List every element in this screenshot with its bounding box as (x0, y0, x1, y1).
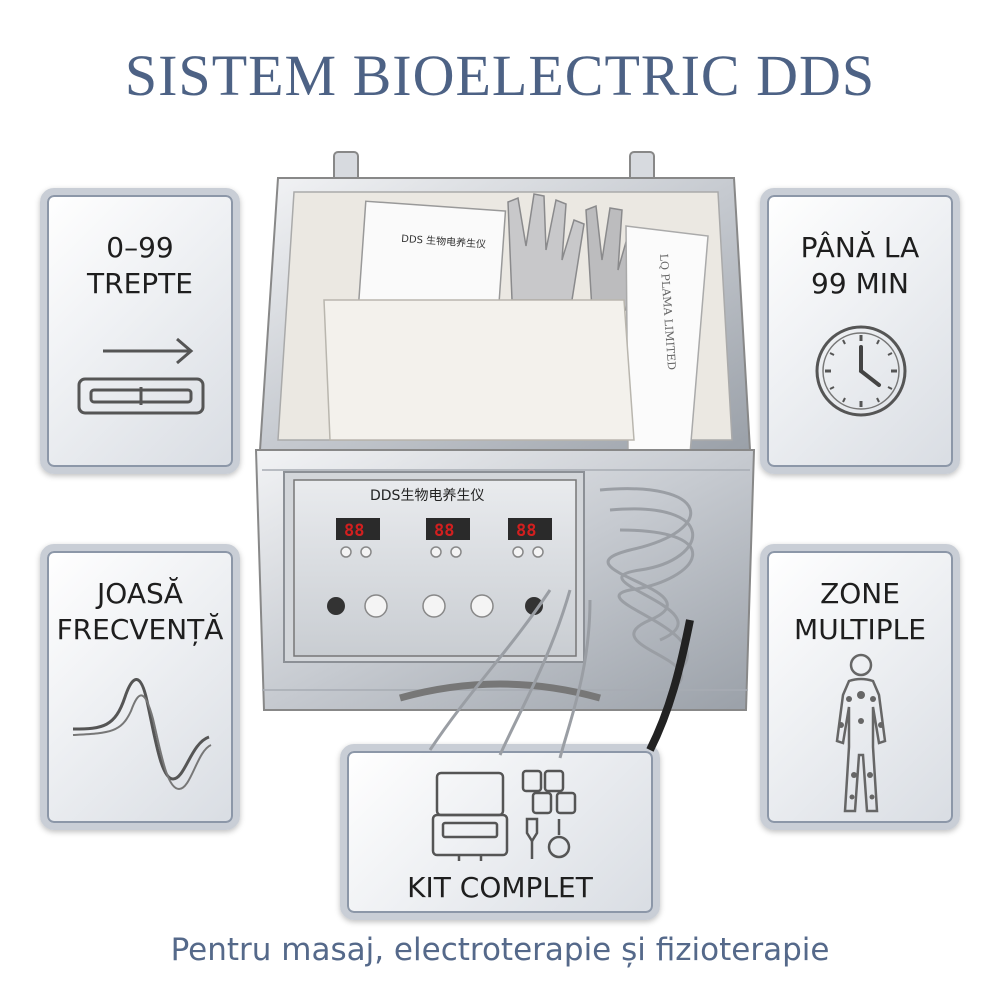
card-frequency-line1: JOASĂ (97, 577, 183, 610)
card-kit-label: KIT COMPLET (407, 871, 593, 904)
card-time: PÂNĂ LA 99 MIN (760, 188, 960, 474)
device-case-photo: DDS 生物电养生仪 LQ PLAMA LIMITED DDS生物电养生仪 88… (250, 150, 760, 760)
device-case-icon: DDS 生物电养生仪 LQ PLAMA LIMITED DDS生物电养生仪 88… (254, 151, 756, 759)
card-time-line1: PÂNĂ LA (800, 231, 920, 264)
card-steps-line2: TREPTE (87, 267, 193, 300)
card-kit: KIT COMPLET (340, 744, 660, 920)
card-frequency-line2: FRECVENȚĂ (56, 613, 224, 646)
slider-level-icon (77, 337, 205, 415)
kit-case-icon (431, 769, 577, 861)
card-zones-line2: MULTIPLE (794, 613, 926, 646)
display-right: 88 (516, 521, 536, 541)
page-title: SISTEM BIOELECTRIC DDS (124, 43, 876, 108)
waveform-icon (72, 678, 212, 791)
display-mid: 88 (434, 521, 454, 541)
card-zones-line1: ZONE (820, 577, 900, 610)
page-subtitle: Pentru masaj, electroterapie și fizioter… (170, 932, 830, 968)
card-frequency: JOASĂ FRECVENȚĂ (40, 544, 240, 830)
body-points-icon (835, 653, 887, 813)
device-brand-title: DDS生物电养生仪 (370, 488, 484, 504)
clock-icon (815, 325, 907, 417)
display-left: 88 (344, 521, 364, 541)
card-time-line2: 99 MIN (811, 267, 909, 300)
card-steps: 0–99 TREPTE (40, 188, 240, 474)
card-zones: ZONE MULTIPLE (760, 544, 960, 830)
card-steps-line1: 0–99 (106, 231, 174, 264)
